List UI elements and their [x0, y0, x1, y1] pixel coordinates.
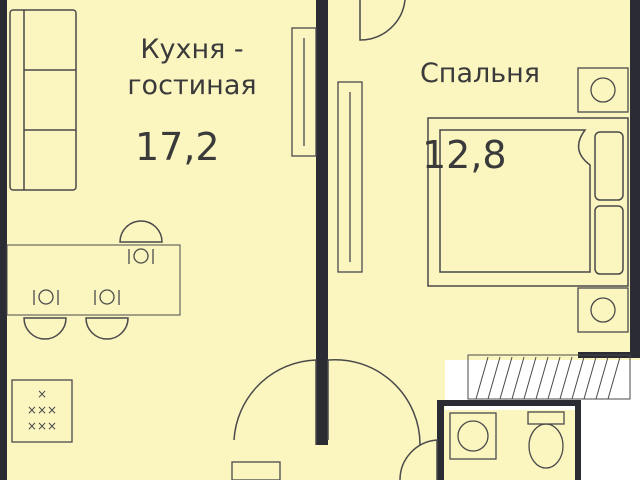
wall-window — [0, 0, 7, 480]
sofa-icon — [9, 9, 77, 191]
dining-chair-icon — [23, 220, 163, 340]
floor-hall — [230, 355, 445, 480]
bed-icon — [427, 117, 629, 287]
toilet-icon — [527, 411, 565, 469]
washing-machine-icon — [449, 412, 497, 460]
svg-text:×××: ××× — [27, 419, 57, 433]
nightstand-icon — [577, 67, 629, 333]
wardrobe-icon — [291, 27, 363, 273]
room-name-line2: гостиная — [127, 70, 257, 101]
room-area-bedroom: 12,8 — [422, 133, 507, 177]
room-name-bedroom: Спальня — [419, 58, 541, 89]
hall-shelf — [231, 461, 281, 480]
room-area-kitchen-living: 17,2 — [135, 125, 220, 169]
svg-text:×××: ××× — [27, 403, 57, 417]
place-setting-icon — [33, 248, 154, 305]
svg-text:×: × — [37, 387, 47, 401]
door-icon — [359, 0, 406, 41]
stove-icon: × ××× ××× — [11, 379, 73, 443]
hall-wardrobe — [467, 354, 631, 400]
floor-bathroom — [445, 410, 580, 480]
kitchen-counter — [6, 244, 181, 316]
room-name-line1: Кухня - — [140, 34, 244, 65]
floor-bedroom — [328, 0, 640, 360]
door-icon — [233, 358, 438, 480]
room-name-kitchen-living: Кухня - гостиная — [112, 32, 272, 104]
